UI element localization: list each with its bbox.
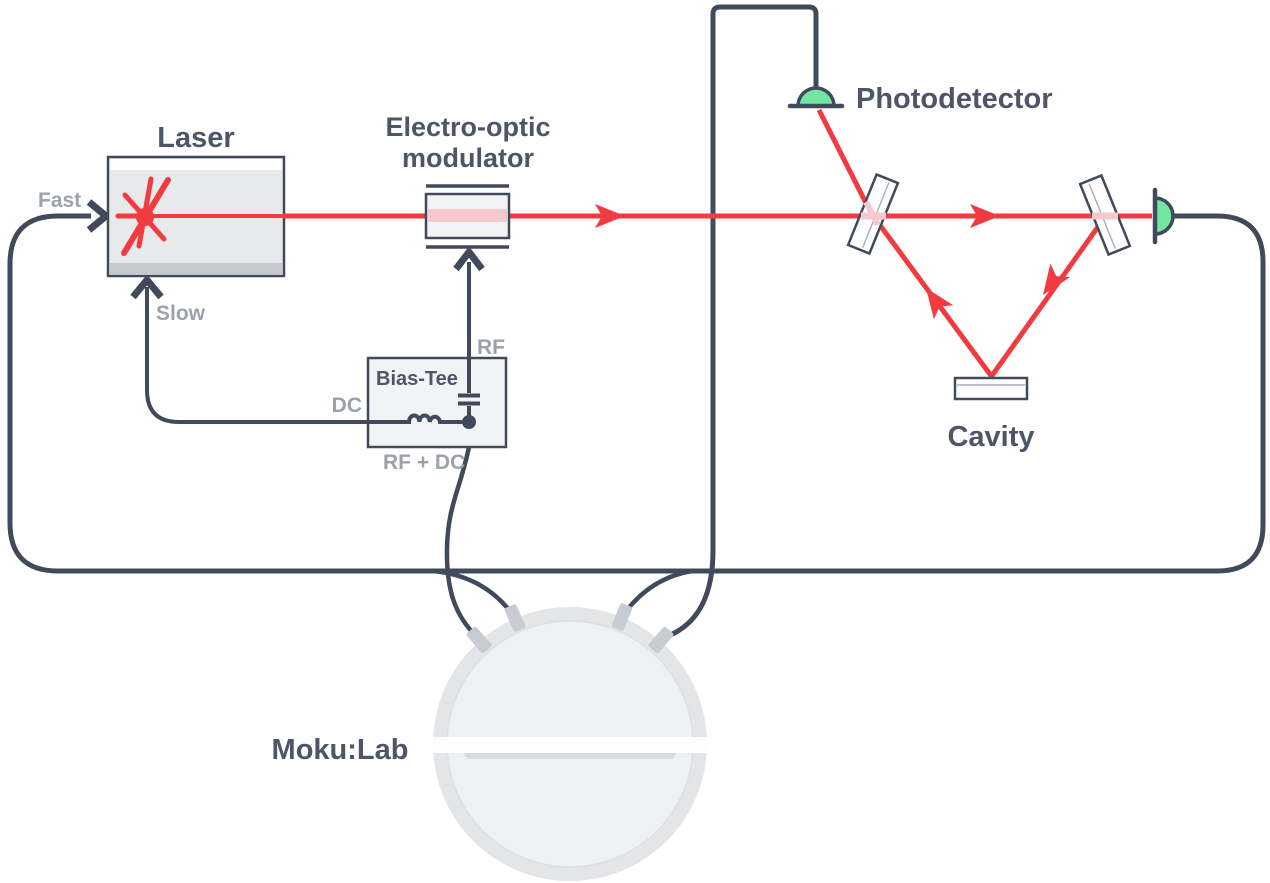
eom-label-line2: modulator: [402, 143, 534, 173]
eom-beam-tint: [428, 209, 507, 222]
junction-dot: [462, 415, 476, 429]
moku-cable-right: [625, 568, 693, 612]
moku-label: Moku:Lab: [272, 734, 409, 766]
cavity-bottom-mirror: [953, 376, 1029, 401]
laser-label: Laser: [157, 122, 234, 154]
rf-dc-port-label: RF + DC: [383, 451, 465, 474]
slow-dc-wire: [145, 287, 409, 424]
moku-band: [433, 737, 707, 753]
moku-device: [433, 603, 707, 881]
photodetector-signal-wire: [667, 4, 819, 639]
moku-connector-out-bias: [504, 604, 526, 632]
photodetector-2-icon: [1152, 187, 1175, 245]
moku-connector-in-photodetector: [648, 626, 674, 654]
slow-port-label: Slow: [156, 302, 206, 325]
dc-port-label: DC: [332, 394, 362, 417]
cavity-leg-right-beam: [988, 215, 1108, 379]
fast-port-label: Fast: [38, 189, 81, 212]
beam-arrowheads: [595, 204, 1071, 320]
moku-connector-out-fast: [466, 626, 492, 654]
capacitor-icon: [458, 358, 480, 422]
rf-arrow-icon: [453, 246, 485, 272]
cavity-label: Cavity: [947, 421, 1034, 453]
moku-connector-in-right-bus: [611, 603, 633, 631]
reflected-beam-to-photodetector: [816, 108, 874, 215]
eom: [424, 184, 511, 249]
eom-electrode-plates: [426, 184, 509, 249]
photodetector-label: Photodetector: [856, 83, 1053, 115]
photodetector-1-icon: [787, 86, 845, 109]
rf-port-label: RF: [477, 336, 505, 359]
moku-cable-left: [433, 568, 512, 613]
eom-label-line1: Electro-optic: [385, 112, 550, 142]
bias-tee-label: Bias-Tee: [376, 368, 458, 390]
slow-arrow-icon: [130, 274, 164, 300]
bias-tee-box: [366, 356, 508, 449]
fast-feedback-loop-wire: [7, 213, 1266, 574]
bias-tee-cable: [444, 446, 478, 638]
beamsplitter-beam-tint-diag: [863, 200, 881, 227]
fast-arrow-icon: [86, 199, 112, 233]
inductor-icon: [368, 413, 462, 424]
bias-tee: [366, 356, 508, 449]
